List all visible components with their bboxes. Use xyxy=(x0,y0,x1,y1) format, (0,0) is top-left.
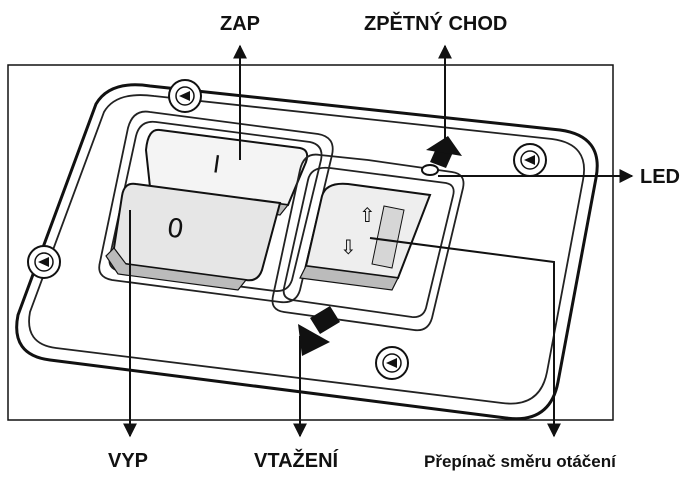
screw-top-left xyxy=(168,79,202,113)
retract-arrow-head xyxy=(298,324,330,356)
screw-bottom-right xyxy=(375,346,409,380)
prepinac-leader xyxy=(369,237,561,438)
label-vtazeni: VTAŽENÍ xyxy=(254,448,339,472)
background-frame xyxy=(7,64,614,421)
screw-bottom-left xyxy=(27,245,61,279)
direction-switch-bezel xyxy=(282,166,455,318)
base-plate-top xyxy=(28,94,585,405)
on-off-switch-housing xyxy=(98,110,334,304)
label-led: LED xyxy=(640,166,680,188)
reverse-arrow-head xyxy=(426,136,462,156)
screw-top-right xyxy=(513,143,547,177)
on-key-symbol: I xyxy=(211,150,222,179)
label-vyp: VYP xyxy=(108,450,148,472)
label-zpetny-chod: ZPĚTNÝ CHOD xyxy=(364,11,507,35)
direction-down-symbol: ⇩ xyxy=(340,235,357,259)
direction-up-symbol: ⇧ xyxy=(359,203,376,227)
direction-switch-housing xyxy=(271,153,465,332)
label-zap: ZAP xyxy=(220,13,260,35)
off-key[interactable]: 0 xyxy=(105,182,282,291)
off-key-symbol: 0 xyxy=(165,213,186,245)
led-indicator xyxy=(421,164,439,176)
label-prepinac: Přepínač směru otáčení xyxy=(424,452,617,471)
direction-key[interactable]: ⇧ ⇩ xyxy=(299,182,432,291)
on-off-switch-bezel xyxy=(108,120,323,292)
retract-arrow xyxy=(310,306,340,334)
